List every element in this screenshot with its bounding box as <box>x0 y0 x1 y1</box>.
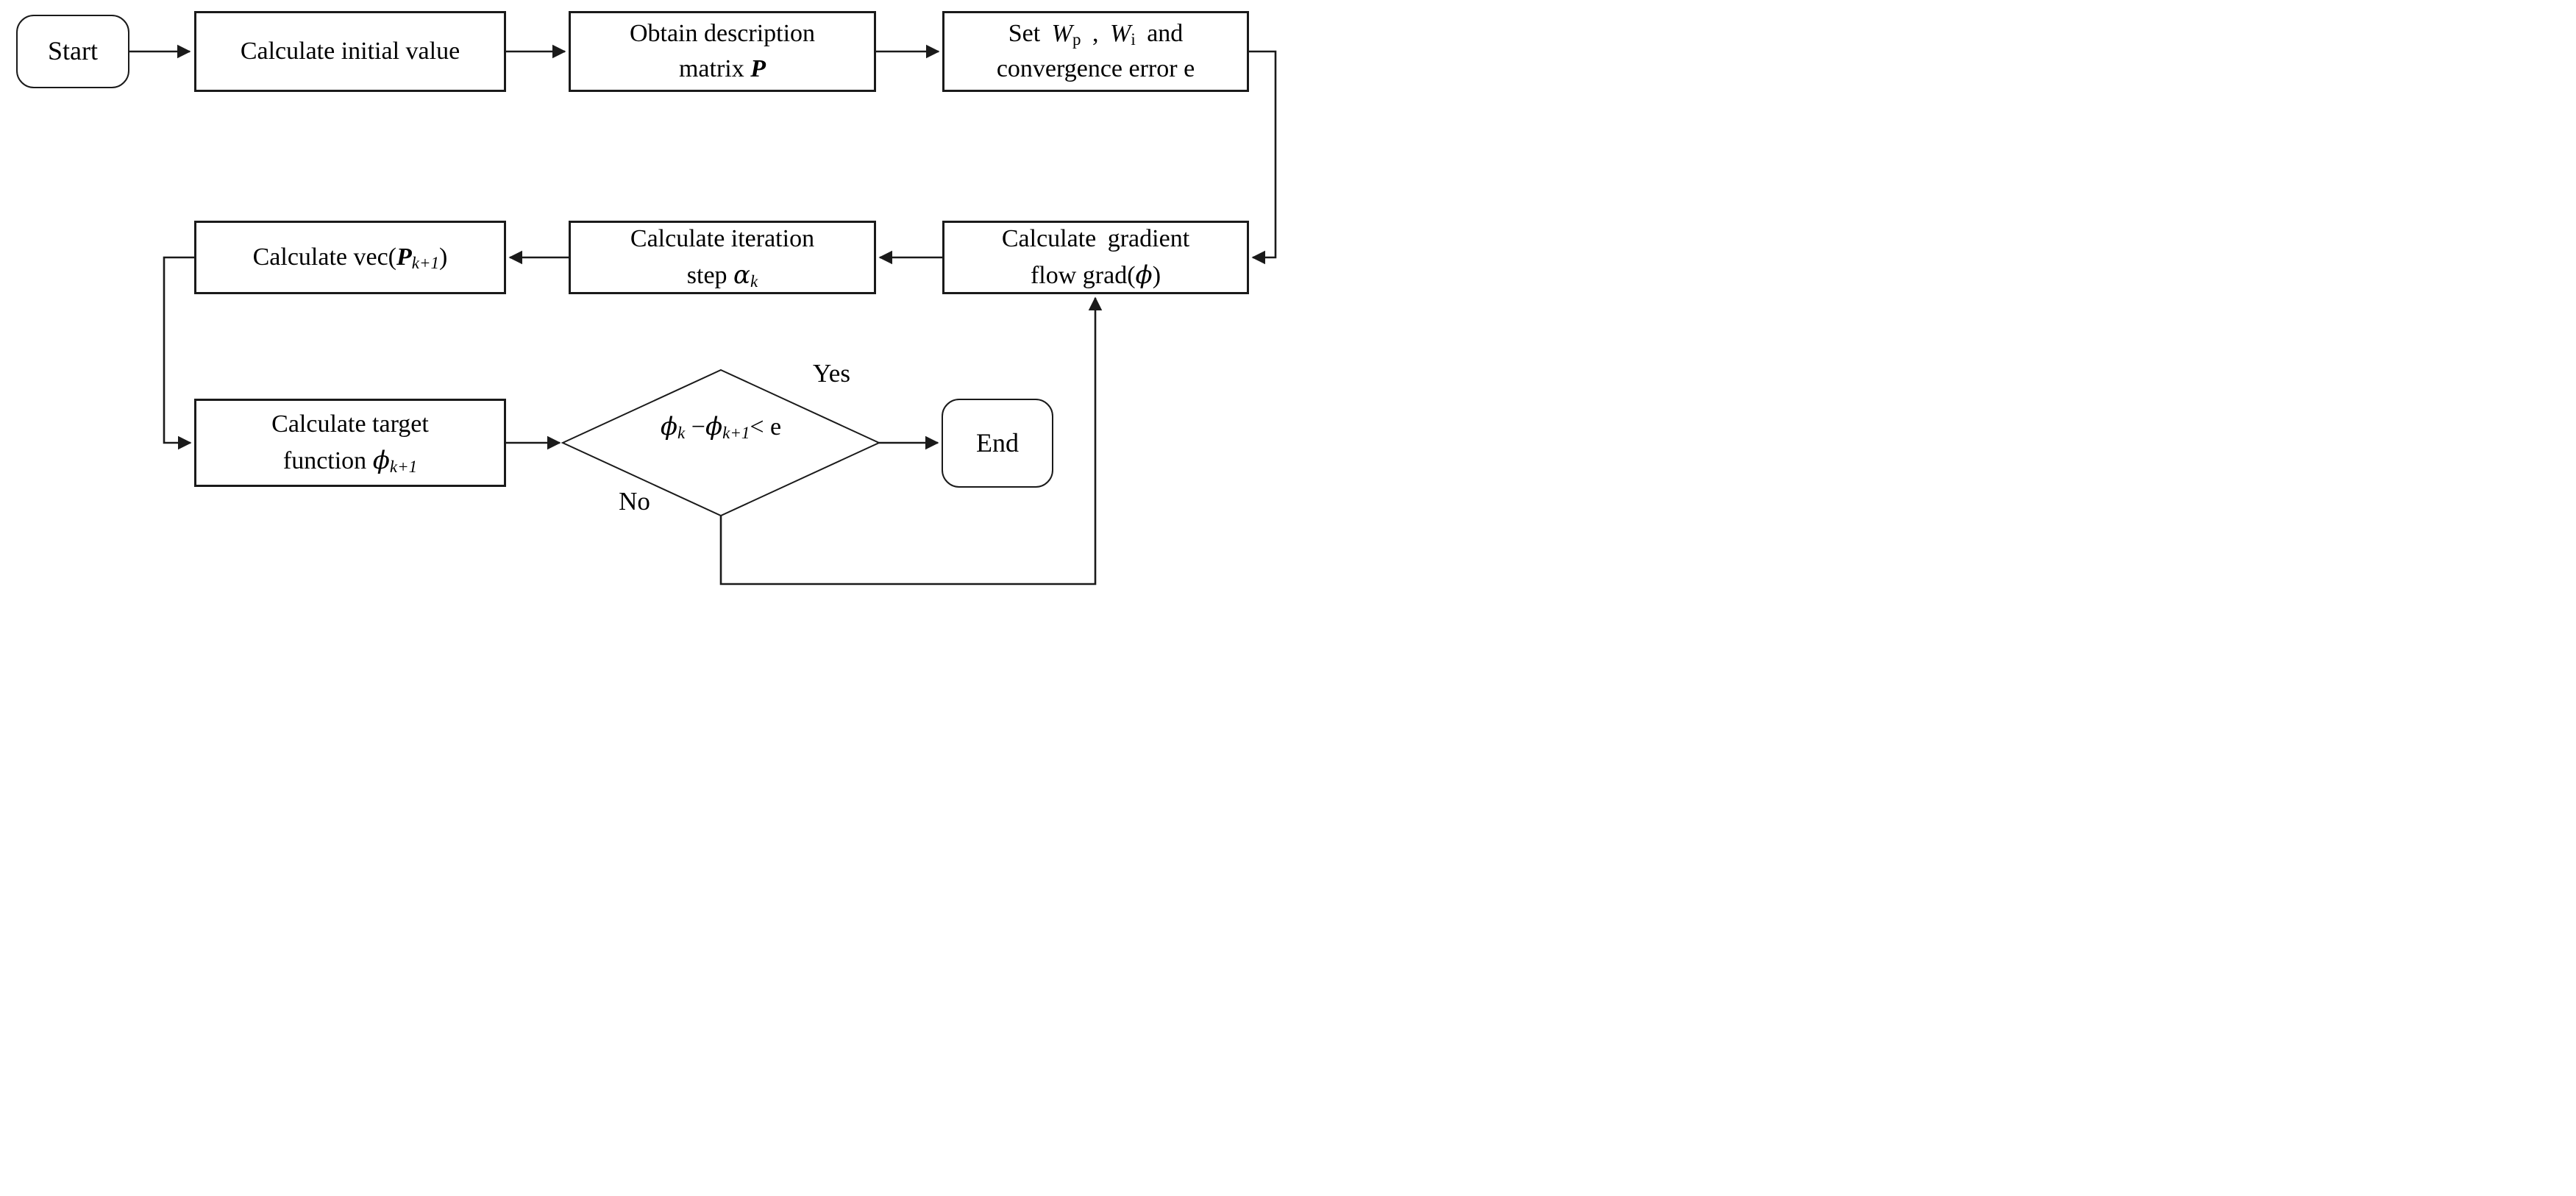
decision-condition-text: ϕk −ϕk+1< e <box>660 412 782 443</box>
w-i-symbol: W <box>1109 19 1131 47</box>
edge-vec-p-to-target-function <box>163 256 194 450</box>
edge-set-weights-to-gradient-flow <box>1249 50 1277 265</box>
node-end: End <box>942 399 1053 488</box>
node-set-weights-line1: Set Wp , Wi and <box>1008 19 1184 49</box>
node-target-function-line1: Calculate target <box>271 410 429 438</box>
node-start: Start <box>16 15 129 88</box>
less-than-e: < e <box>750 413 782 441</box>
node-calculate-vec-p: Calculate vec(Pk+1) <box>194 221 506 294</box>
decision-diamond <box>561 369 881 517</box>
node-target-function-line2: function ϕk+1 <box>282 445 418 476</box>
node-calculate-gradient-flow: Calculate gradient flow grad(ϕ) <box>942 221 1249 294</box>
phi-symbol: ϕ <box>372 445 390 475</box>
node-vec-p-label: Calculate vec(Pk+1) <box>252 243 448 272</box>
phi-symbol: ϕ <box>1135 260 1153 290</box>
node-end-label: End <box>976 427 1019 458</box>
node-obtain-matrix-line2: matrix P <box>678 55 766 82</box>
node-iteration-step-line2: step αk <box>686 260 758 291</box>
alpha-symbol: α <box>733 260 751 290</box>
w-p-symbol: W <box>1051 19 1072 47</box>
node-set-weights-line2: convergence error e <box>996 55 1195 82</box>
node-calculate-initial-value: Calculate initial value <box>194 11 506 92</box>
node-set-weights-and-error: Set Wp , Wi and convergence error e <box>942 11 1249 92</box>
connector-lines <box>129 44 1277 585</box>
edge-decision-to-gradient-flow-no <box>719 296 1103 585</box>
phi-k-symbol: ϕ <box>660 412 678 441</box>
node-start-label: Start <box>48 36 98 66</box>
node-gradient-flow-line2: flow grad(ϕ) <box>1030 260 1161 290</box>
edge-label-no: No <box>619 487 650 516</box>
node-calculate-target-function: Calculate target function ϕk+1 <box>194 399 506 487</box>
phi-k1-symbol: ϕ <box>705 412 723 441</box>
node-iteration-step-line1: Calculate iteration <box>630 225 815 253</box>
edge-label-yes: Yes <box>813 359 850 388</box>
matrix-p-symbol: P <box>396 243 412 271</box>
node-calculate-initial-value-label: Calculate initial value <box>240 37 460 65</box>
node-obtain-description-matrix: Obtain description matrix P <box>569 11 876 92</box>
minus-sign: − <box>685 413 705 441</box>
flowchart-canvas: Start Calculate initial value Obtain des… <box>0 0 1288 598</box>
node-gradient-flow-line1: Calculate gradient <box>1001 225 1190 253</box>
node-obtain-matrix-line1: Obtain description <box>629 19 816 47</box>
node-calculate-iteration-step: Calculate iteration step αk <box>569 221 876 294</box>
matrix-p-symbol: P <box>750 55 766 82</box>
